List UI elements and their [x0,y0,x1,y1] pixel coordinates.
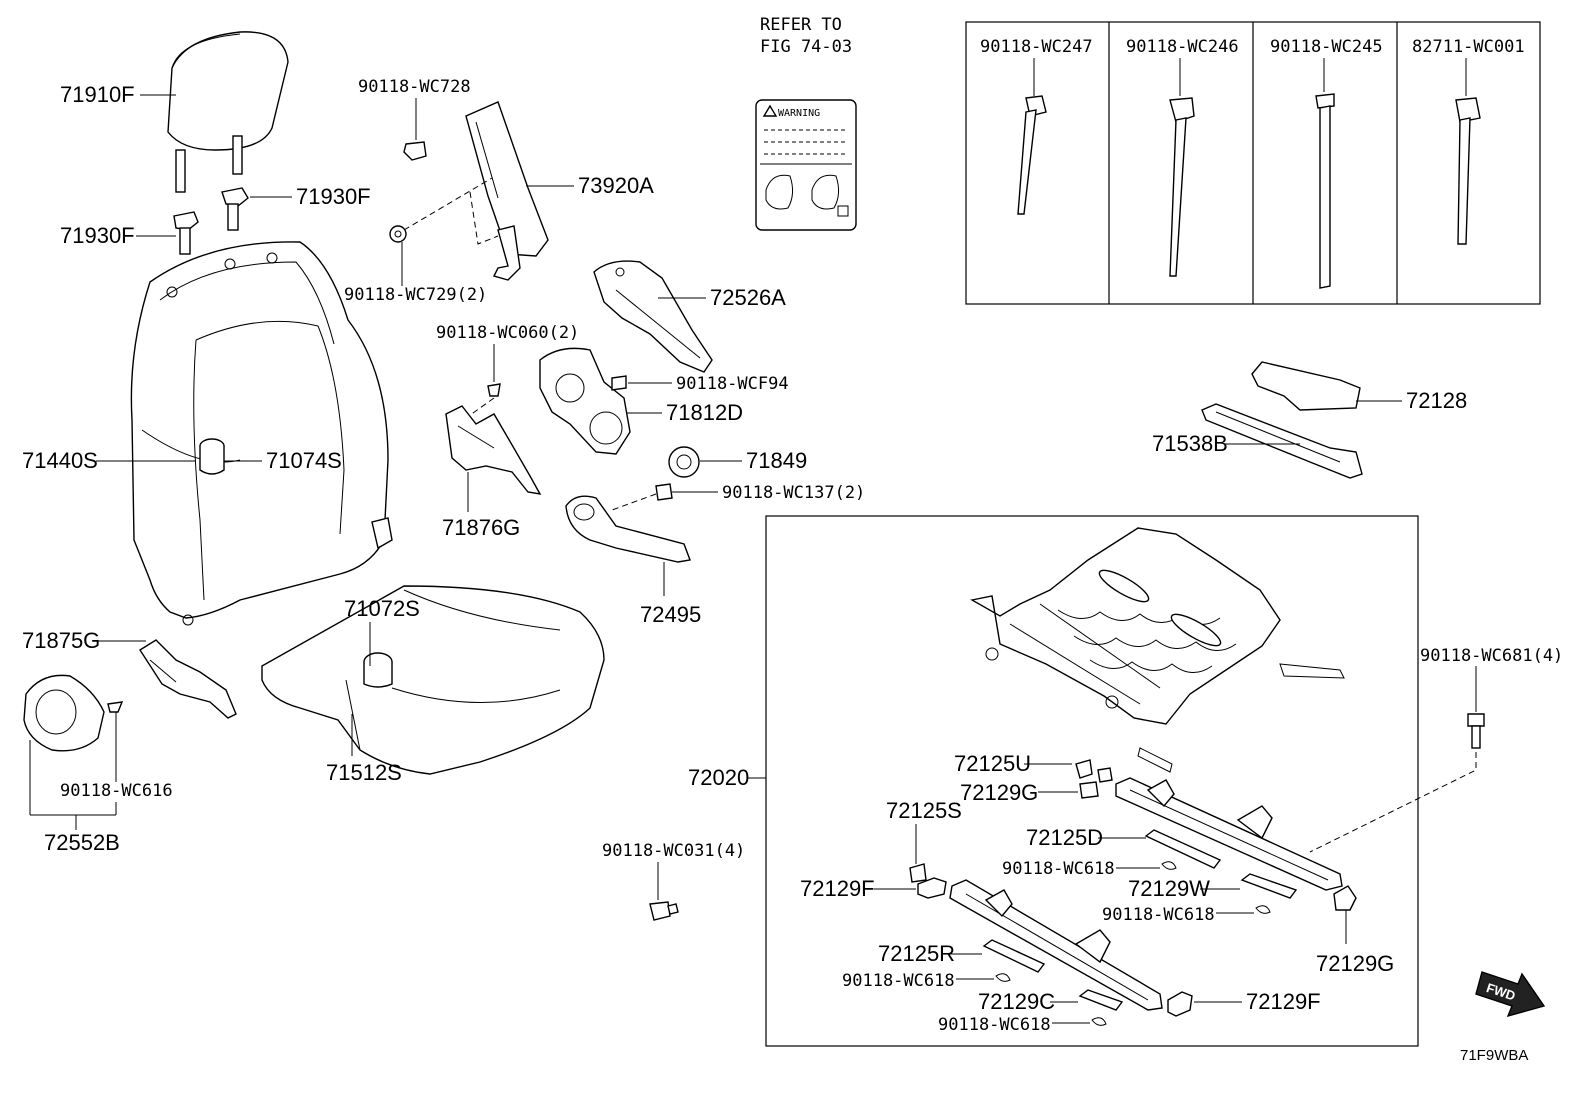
label-72129G-right: 72129G [1316,951,1394,976]
label-90118-WC728: 90118-WC728 [358,77,471,97]
label-71512S: 71512S [326,760,402,785]
label-90118-WC060: 90118-WC060(2) [436,323,579,343]
label-72129W: 72129W [1128,876,1210,901]
label-72129F-right: 72129F [1246,989,1321,1014]
label-72128: 72128 [1406,388,1467,413]
cable-tie-90118-WC245[interactable] [1315,58,1335,289]
bolt-90118-WC031[interactable] [649,901,679,921]
tie-label-2: 90118-WC246 [1126,37,1239,57]
label-72495: 72495 [640,602,701,627]
label-71930F-lower: 71930F [60,223,135,248]
label-72129C: 72129C [978,989,1055,1014]
bracket-72129C[interactable] [1078,989,1124,1011]
label-71072S: 71072S [344,596,420,621]
clip-90118-WC618-a[interactable] [1161,861,1177,870]
label-71812D: 71812D [666,400,743,425]
recliner-lever-72495[interactable] [565,495,691,563]
tie-label-3: 90118-WC245 [1270,37,1383,57]
clip-90118-WC616[interactable] [107,701,124,713]
bracket-71538B[interactable] [1201,403,1363,479]
label-72125D: 72125D [1026,825,1103,850]
bracket-72129W[interactable] [1240,873,1298,899]
bracket-72125D[interactable] [1144,829,1222,869]
label-71876G: 71876G [442,515,520,540]
label-71875G: 71875G [22,628,100,653]
bracket-72125R[interactable] [982,939,1046,973]
label-90118-WC137: 90118-WC137(2) [722,483,865,503]
recliner-cover-72552B[interactable] [23,674,105,752]
seat-frame-box [765,515,1419,1047]
label-72125U: 72125U [954,751,1031,776]
label-72552B: 72552B [44,830,120,855]
recliner-cover-72526A[interactable] [593,260,713,373]
label-90118-WCF94: 90118-WCF94 [676,374,789,394]
warning-label-text: WARNING [778,108,820,119]
label-72020: 72020 [688,765,749,790]
diagram-code: 71F9WBA [1460,1047,1528,1064]
label-71440S: 71440S [22,448,98,473]
headrest[interactable] [167,31,289,193]
nut-90118-WC728[interactable] [403,141,427,161]
refer-note-line1: REFER TO [760,15,842,35]
label-72125S: 72125S [886,798,962,823]
seat-rail-upper[interactable] [1115,777,1343,891]
cable-ties-box [965,21,1541,305]
seat-rail-lower[interactable] [949,879,1163,1011]
nut-90118-WC729[interactable] [389,225,407,243]
cable-tie-90118-WC246[interactable] [1169,58,1195,277]
clip-90118-WC618-c[interactable] [995,973,1011,982]
clip-72129F-left[interactable] [917,877,947,899]
warning-label-card[interactable]: WARNING [755,99,857,231]
bolt-90118-WC681[interactable] [1467,713,1485,749]
label-90118-WC618-d: 90118-WC618 [938,1015,1051,1035]
label-71930F-upper: 71930F [296,184,371,209]
bracket-71876G[interactable] [445,405,542,495]
label-90118-WC618-c: 90118-WC618 [842,971,955,991]
label-71910F: 71910F [60,82,135,107]
label-71849: 71849 [746,448,807,473]
clip-72125S[interactable] [909,863,927,883]
headrest-guide-right[interactable] [221,187,249,231]
label-72129G-upper: 72129G [960,780,1038,805]
cable-tie-90118-WC247[interactable] [1017,58,1047,215]
clip-72129G-upper[interactable] [1079,781,1099,799]
clip-90118-WC618-b[interactable] [1255,905,1271,914]
washer-71849[interactable] [668,446,700,478]
tie-label-4: 82711-WC001 [1412,37,1525,57]
label-90118-WC729: 90118-WC729(2) [344,285,487,305]
label-90118-WC681: 90118-WC681(4) [1420,646,1563,666]
shield-71875G[interactable] [139,639,237,719]
bracket-72128[interactable] [1251,361,1361,411]
label-71538B: 71538B [1152,431,1228,456]
label-90118-WC618-a: 90118-WC618 [1002,859,1115,879]
recliner-plate-71812D[interactable] [539,347,631,455]
label-72526A: 72526A [710,285,786,310]
screw-90118-WCF94[interactable] [611,375,627,391]
seat-frame-assembly[interactable] [970,527,1345,773]
screw-90118-WC137[interactable] [655,483,673,501]
clip-72125U[interactable] [1075,759,1113,783]
label-72125R: 72125R [878,941,955,966]
headrest-support-71074S[interactable] [199,438,225,475]
clip-72129G-right[interactable] [1333,885,1357,911]
label-90118-WC031: 90118-WC031(4) [602,841,745,861]
tie-label-1: 90118-WC247 [980,37,1093,57]
back-board-73920A[interactable] [465,101,549,281]
fwd-arrow: FWD [1475,971,1546,1018]
clip-72129F-right[interactable] [1167,991,1193,1017]
screw-90118-WC060[interactable] [487,383,501,397]
clip-90118-WC618-d[interactable] [1091,1017,1107,1026]
label-90118-WC616: 90118-WC616 [60,781,173,801]
label-71074S: 71074S [266,448,342,473]
headrest-guide-left[interactable] [173,211,199,255]
seat-back-cover[interactable] [130,241,393,626]
label-90118-WC618-b: 90118-WC618 [1102,905,1215,925]
label-73920A: 73920A [578,173,654,198]
label-72129F-left: 72129F [800,876,875,901]
refer-note-line2: FIG 74-03 [760,37,852,57]
seat-cushion-cover[interactable] [261,585,605,775]
cable-tie-82711-WC001[interactable] [1455,58,1481,245]
